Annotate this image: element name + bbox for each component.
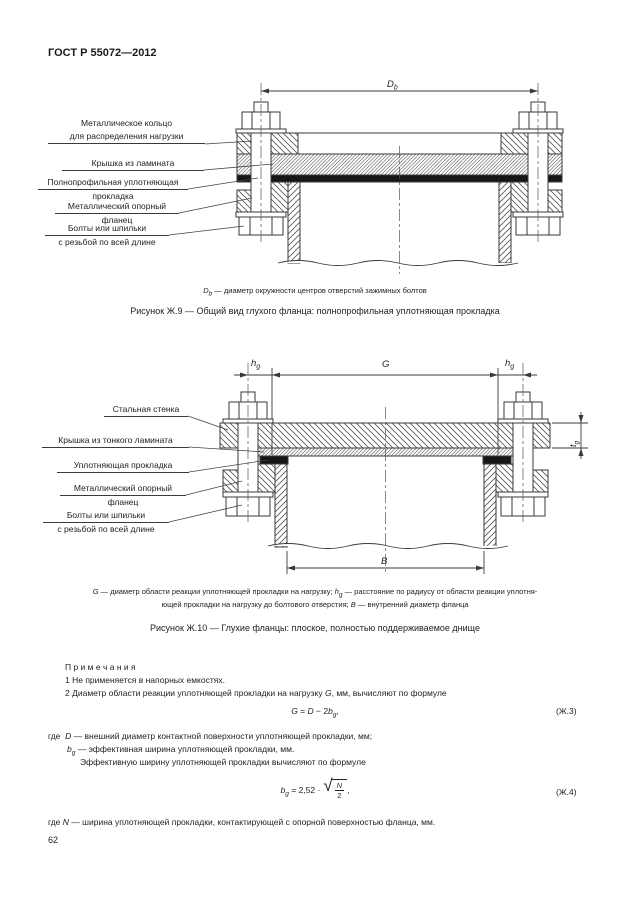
- break-line: [277, 260, 519, 266]
- leader-lines: [168, 140, 274, 236]
- dim-hg-right-label: hg: [505, 358, 514, 371]
- callout-steel-wall: Стальная стенка: [104, 403, 188, 417]
- gasket-left: [259, 455, 289, 465]
- where3-line2: bg — эффективная ширина уплотняющей прок…: [67, 744, 295, 757]
- figure2-caption: Рисунок Ж.10 — Глухие фланцы: плоское, п…: [150, 623, 480, 633]
- figure-zh10-drawing: hg G hg: [168, 358, 588, 575]
- formula-zh4: bg = 2,52 · √ N 2 ,: [280, 776, 350, 800]
- figure2-legend: G — диаметр области реакции уплотняющей …: [92, 587, 538, 609]
- dimension-b: [286, 551, 485, 574]
- dim-db-label: Db: [387, 79, 398, 92]
- callout-bolts: Болты или шпильки с резьбой по всей длин…: [43, 509, 169, 536]
- figure1-caption: Рисунок Ж.9 — Общий вид глухого фланца: …: [130, 306, 500, 316]
- page-number: 62: [48, 835, 59, 845]
- dim-tg-label: tg: [568, 440, 581, 447]
- dim-hg-left-label: hg: [251, 358, 260, 371]
- centerlines: [260, 83, 539, 274]
- callout-metal-ring: Металлическое кольцо для распределения н…: [48, 117, 205, 144]
- note-2: 2 Диаметр области реакции уплотняющей пр…: [65, 688, 447, 698]
- where3-line1: где D — внешний диаметр контактной повер…: [48, 731, 373, 741]
- callout-support-flange: Металлический опорный фланец: [55, 200, 179, 227]
- formula-zh3-number: (Ж.3): [556, 706, 577, 716]
- vessel-wall-left: [287, 181, 301, 264]
- steel-wall-right: [532, 422, 551, 449]
- formula-zh4-number: (Ж.4): [556, 787, 577, 797]
- vessel-wall-right: [483, 463, 497, 548]
- callout-gasket: Полнопрофильная уплотняющая прокладка: [38, 176, 188, 203]
- leader-lines: [168, 415, 269, 523]
- figure-zh9-drawing: Db: [168, 79, 564, 274]
- gasket-right: [482, 455, 512, 465]
- vessel-wall-left: [274, 463, 288, 548]
- vessel-wall-right: [498, 181, 512, 264]
- callout-support-flange: Металлический опорный фланец: [60, 482, 186, 509]
- callout-gasket: Уплотняющая прокладка: [57, 459, 189, 473]
- sqrt-radical: √ N 2: [323, 777, 348, 800]
- steel-wall-left: [219, 422, 239, 449]
- dim-b-label: B: [381, 556, 388, 567]
- notes-title: П р и м е ч а н и я: [65, 662, 136, 672]
- centerlines: [247, 363, 524, 575]
- break-line: [267, 543, 509, 549]
- callout-bolts: Болты или шпильки с резьбой по всей длин…: [45, 222, 169, 249]
- callout-laminate-cover: Крышка из ламината: [62, 157, 204, 171]
- where4-line: где N — ширина уплотняющей прокладки, ко…: [48, 817, 436, 827]
- callout-thin-laminate: Крышка из тонкого ламината: [42, 434, 189, 448]
- page-header: ГОСТ Р 55072—2012: [48, 47, 157, 59]
- dim-g-label: G: [382, 359, 389, 370]
- where3-line3: Эффективную ширину уплотняющей прокладки…: [80, 757, 366, 767]
- note-1: 1 Не применяется в напорных емкостях.: [65, 675, 225, 685]
- dimension-db: [261, 88, 538, 94]
- dimension-tg: [552, 412, 588, 459]
- formula-zh3: G = D − 2bg,: [291, 706, 339, 719]
- figure1-legend: Db — диаметр окружности центров отверсти…: [203, 286, 427, 298]
